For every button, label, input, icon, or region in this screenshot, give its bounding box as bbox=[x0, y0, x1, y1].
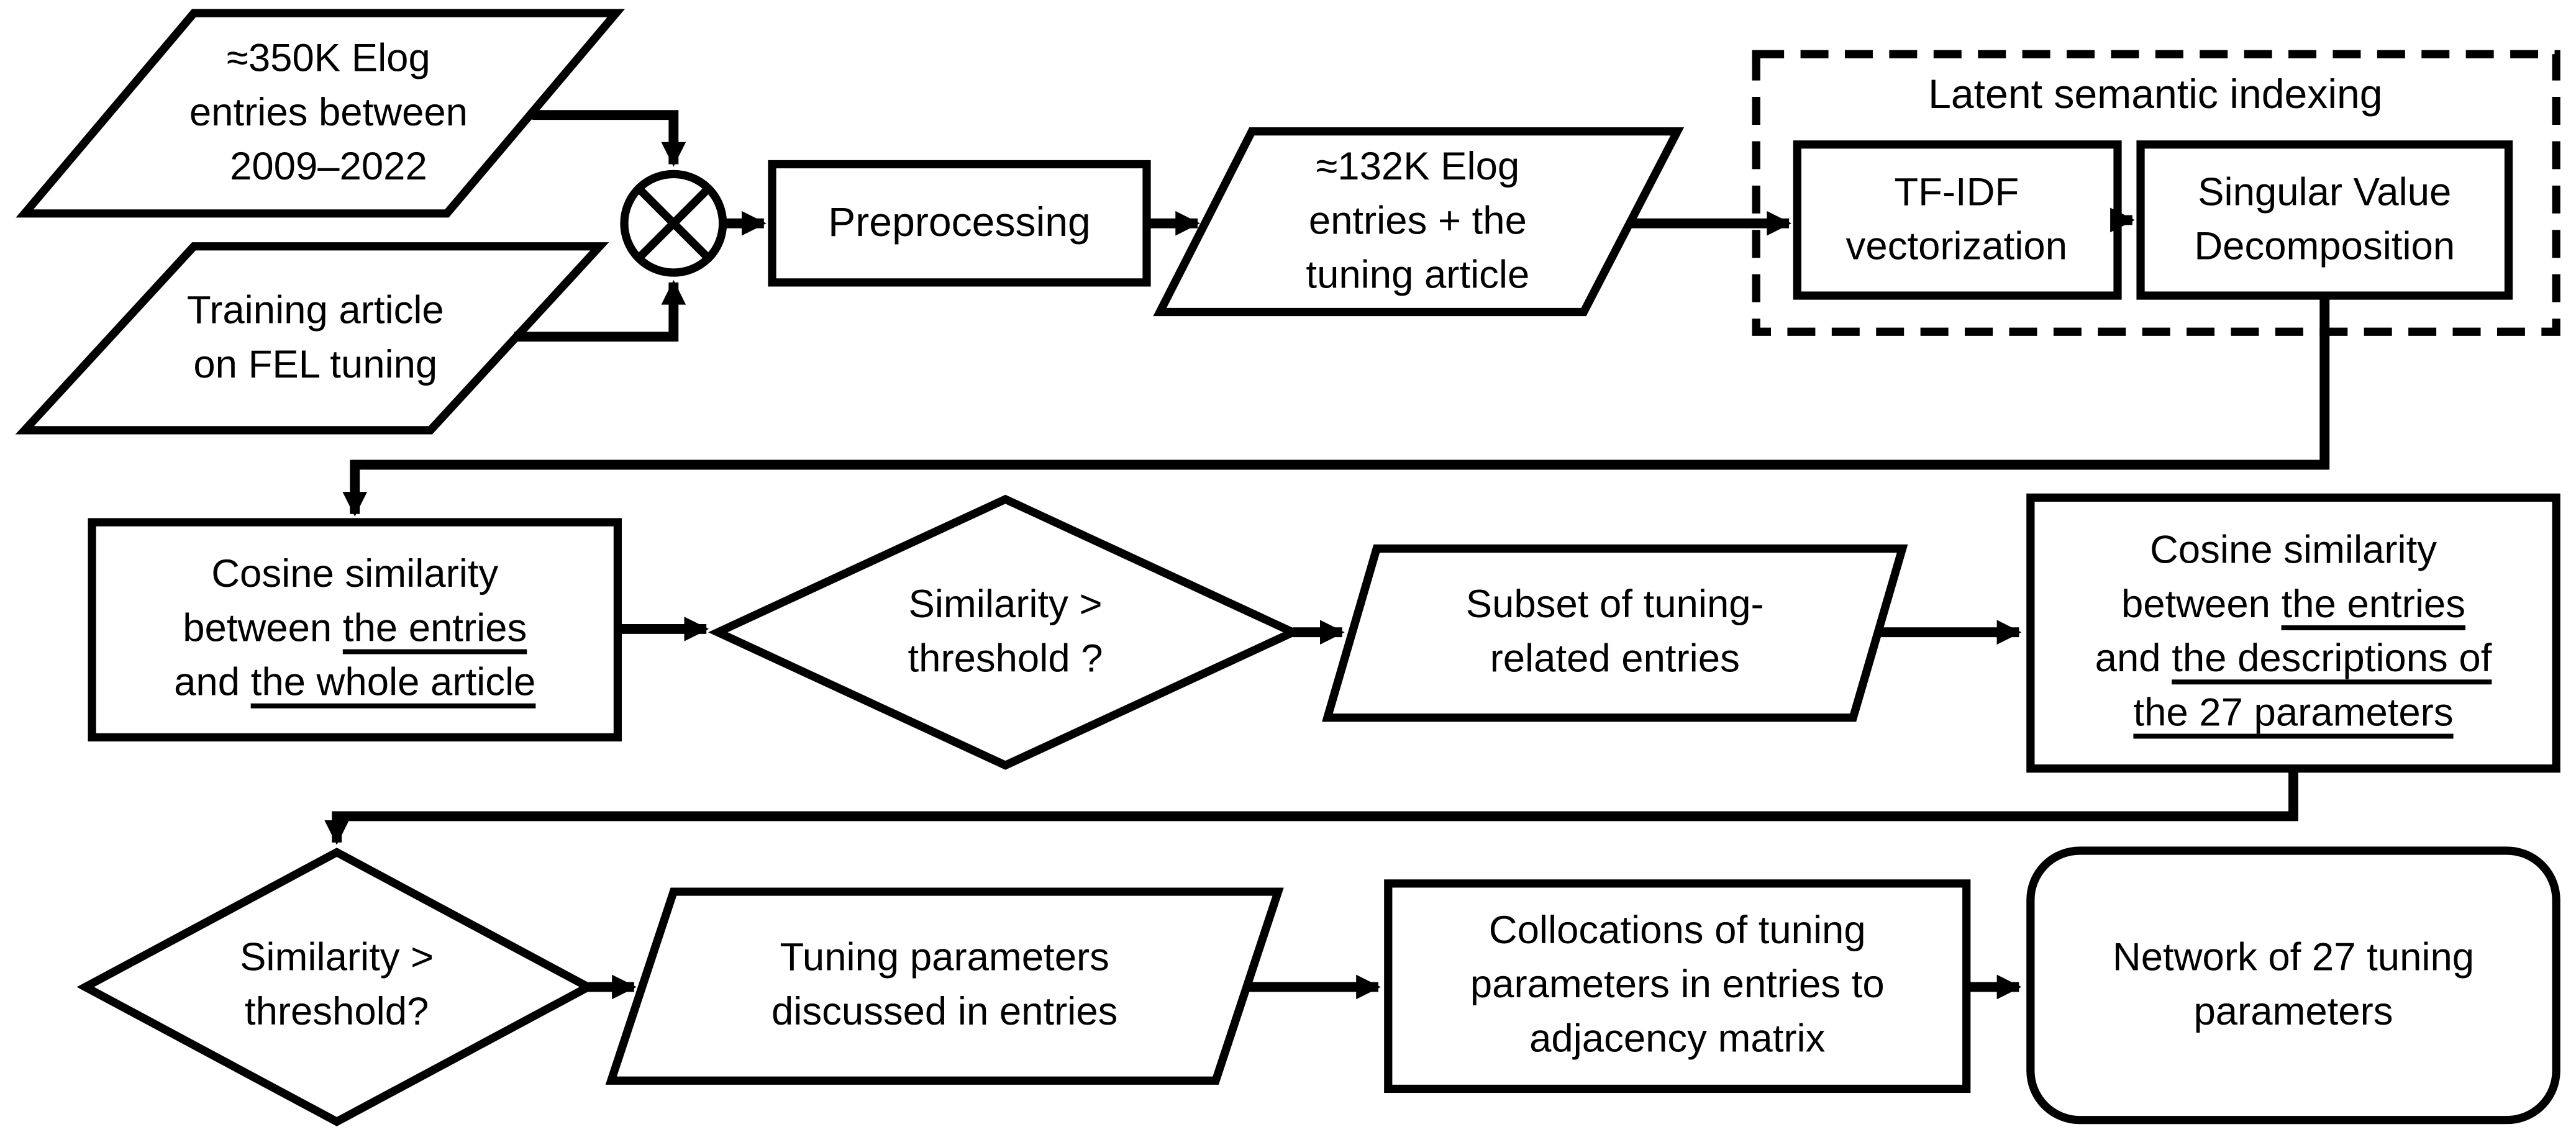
arrow-elog350k-to-combine bbox=[532, 110, 686, 167]
subset-parallelogram bbox=[1322, 544, 1908, 722]
threshold1-label: Similarity > threshold ? bbox=[908, 578, 1103, 687]
subset-line2: related entries bbox=[1490, 637, 1740, 682]
threshold1-line1: Similarity > bbox=[908, 582, 1103, 627]
threshold2-line1: Similarity > bbox=[240, 936, 434, 980]
tuning-params-line2: discussed in entries bbox=[771, 990, 1118, 1035]
arrow-svd-to-cosine-article bbox=[342, 296, 2330, 517]
training-article-line2: on FEL tuning bbox=[193, 343, 438, 388]
elog-350k-parallelogram bbox=[16, 9, 625, 218]
cosine-params-rect bbox=[2026, 493, 2560, 773]
network-line2: parameters bbox=[2193, 990, 2393, 1035]
tfidf-line2: vectorization bbox=[1846, 225, 2068, 269]
collocations-line2: parameters in entries to bbox=[1470, 962, 1885, 1008]
tfidf-line1: TF-IDF bbox=[1894, 170, 2019, 215]
tuning-params-label: Tuning parameters discussed in entries bbox=[771, 931, 1117, 1039]
arrow-cosine-params-to-threshold2 bbox=[324, 768, 2298, 845]
collocations-line3: adjacency matrix bbox=[1529, 1017, 1826, 1062]
subset-line1: Subset of tuning- bbox=[1465, 582, 1764, 627]
cosine-params-line3: and the descriptions of bbox=[2095, 637, 2492, 682]
network-rounded-rect bbox=[2026, 846, 2560, 1125]
svd-label: Singular Value Decomposition bbox=[2194, 166, 2455, 274]
tuning-params-line1: Tuning parameters bbox=[780, 936, 1109, 980]
threshold2-label: Similarity > threshold? bbox=[240, 931, 434, 1039]
preprocessing-rect bbox=[768, 160, 1151, 287]
threshold1-diamond bbox=[708, 494, 1303, 770]
elog-132k-line2: entries + the bbox=[1308, 199, 1527, 244]
cosine-article-rect bbox=[88, 518, 622, 742]
cosine-article-line3: and the whole article bbox=[174, 661, 536, 706]
svd-line2: Decomposition bbox=[2194, 225, 2455, 269]
training-article-label: Training article on FEL tuning bbox=[187, 284, 444, 392]
collocations-label: Collocations of tuning parameters in ent… bbox=[1470, 903, 1885, 1067]
subset-label: Subset of tuning- related entries bbox=[1466, 578, 1764, 687]
cosine-params-line1: Cosine similarity bbox=[2149, 528, 2437, 573]
cosine-params-line2: between the entries bbox=[2121, 582, 2465, 627]
training-article-line1: Training article bbox=[186, 289, 444, 333]
threshold1-line2: threshold ? bbox=[908, 637, 1103, 682]
cosine-article-label: Cosine similarity between the entries an… bbox=[174, 548, 535, 711]
elog-350k-line3: 2009–2022 bbox=[230, 145, 427, 190]
tfidf-rect bbox=[1793, 140, 2122, 300]
elog-132k-line1: ≈132K Elog bbox=[1316, 145, 1520, 190]
elog-132k-label: ≈132K Elog entries + the tuning article bbox=[1306, 140, 1529, 304]
training-article-parallelogram bbox=[15, 242, 609, 435]
preprocessing-label: Preprocessing bbox=[828, 199, 1091, 247]
network-line1: Network of 27 tuning bbox=[2112, 936, 2475, 980]
threshold2-diamond bbox=[76, 848, 597, 1126]
collocations-line1: Collocations of tuning bbox=[1488, 908, 1866, 953]
combine-cross-line-2 bbox=[635, 185, 712, 261]
tfidf-label: TF-IDF vectorization bbox=[1846, 166, 2067, 274]
lsi-group-title: Latent semantic indexing bbox=[1928, 71, 2383, 118]
threshold2-line2: threshold? bbox=[244, 990, 429, 1035]
elog-132k-line3: tuning article bbox=[1306, 253, 1530, 299]
cosine-article-line2: between the entries bbox=[183, 607, 527, 651]
cosine-article-line1: Cosine similarity bbox=[211, 552, 499, 597]
elog-350k-line1: ≈350K Elog bbox=[227, 37, 430, 81]
svd-line1: Singular Value bbox=[2198, 170, 2452, 215]
elog-132k-parallelogram bbox=[1153, 127, 1685, 317]
arrow-training-to-combine bbox=[514, 279, 686, 342]
elog-350k-line2: entries between bbox=[189, 91, 468, 136]
elog-350k-label: ≈350K Elog entries between 2009–2022 bbox=[189, 32, 468, 195]
cosine-params-line4: the 27 parameters bbox=[2133, 691, 2454, 736]
tuning-params-parallelogram bbox=[605, 887, 1284, 1085]
cosine-params-label: Cosine similarity between the entries an… bbox=[2095, 523, 2492, 741]
collocations-rect bbox=[1384, 879, 1971, 1094]
network-label: Network of 27 tuning parameters bbox=[2113, 931, 2474, 1039]
